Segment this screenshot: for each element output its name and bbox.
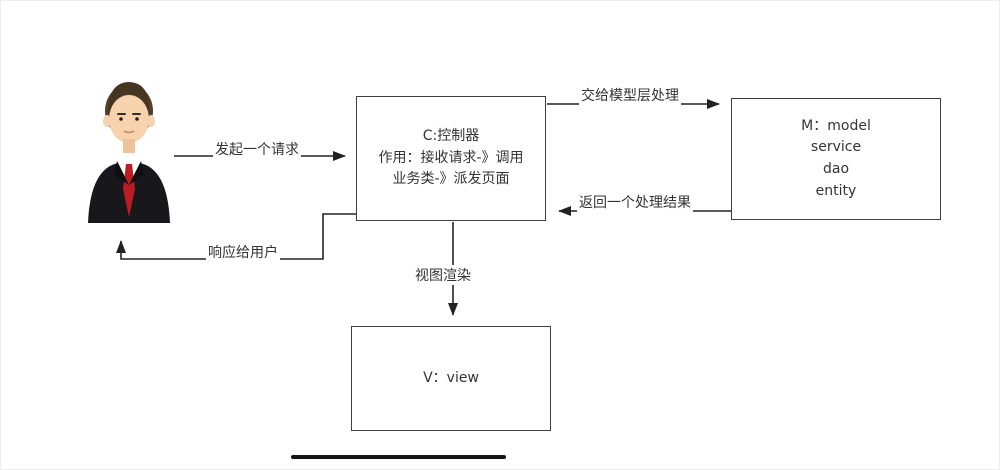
controller-box-line3: 业务类-》派发页面 (392, 171, 510, 188)
edge-label-render-view: 视图渲染 (413, 265, 473, 285)
edge-label-return-result: 返回一个处理结果 (577, 192, 693, 212)
edge-label-request: 发起一个请求 (213, 139, 301, 159)
view-box: V：view (351, 326, 551, 431)
controller-box-line1: C:控制器 (422, 127, 480, 144)
controller-box-line2: 作用：接收请求-》调用 (378, 149, 524, 166)
view-box-line1: V：view (423, 369, 479, 386)
model-box-line4: entity (815, 182, 857, 199)
model-box-line3: dao (822, 161, 850, 177)
controller-box: C:控制器 作用：接收请求-》调用 业务类-》派发页面 (356, 96, 546, 221)
edge-label-respond-user: 响应给用户 (206, 242, 280, 262)
model-box-line2: service (810, 139, 862, 156)
bottom-divider (291, 455, 506, 459)
person-icon (88, 82, 170, 223)
edge-label-to-model: 交给模型层处理 (579, 85, 681, 105)
user-avatar (84, 71, 174, 223)
model-box: M：model service dao entity (731, 98, 941, 220)
model-box-line1: M：model (801, 117, 871, 134)
